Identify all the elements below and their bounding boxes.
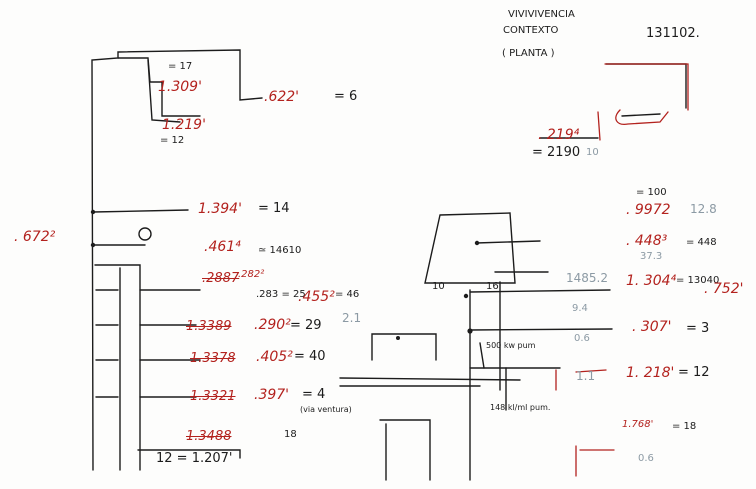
- trapezoid-rule-a: [475, 240, 541, 244]
- right-low-box: [379, 419, 431, 481]
- right-box: [371, 333, 437, 361]
- left-bottom-val: 18: [284, 429, 297, 440]
- left-row1-val: = 14: [258, 201, 290, 216]
- left-inner-step-2: [147, 59, 181, 123]
- left-mid-red: 1.219': [162, 117, 206, 133]
- left-row6-note: (via ventura): [300, 405, 352, 414]
- left-row3-val: .283 = 25: [256, 289, 306, 300]
- right-d-gray: 0.6: [574, 333, 590, 344]
- right-d-val: = 3: [686, 321, 710, 336]
- red-stem: [597, 111, 601, 141]
- red-right-foot: [575, 445, 615, 477]
- node-dot: [90, 209, 96, 215]
- right-top-red: . 219⁴: [538, 127, 580, 143]
- left-row4-val: = 29: [290, 318, 322, 333]
- node-dot: [396, 336, 400, 340]
- right-mark-16: 16: [486, 281, 499, 292]
- node-dot: [90, 242, 96, 248]
- right-a-gray: 12.8: [690, 202, 717, 216]
- left-row3-side: .455²: [298, 289, 335, 305]
- node-dot: [463, 293, 469, 299]
- left-row5-scribble: 1.3378: [190, 351, 236, 366]
- right-ledge-2: [469, 328, 613, 331]
- left-bottom-scribble: 1.3488: [186, 429, 232, 444]
- right-d-red: . 307': [632, 319, 672, 335]
- right-top-val: = 2190: [532, 145, 581, 160]
- right-c-gray: 1485.2: [566, 271, 608, 285]
- left-column: [94, 264, 141, 471]
- left-top-eq: = 17: [168, 61, 193, 72]
- header-title-1: VIVIVIVENCIA: [508, 9, 575, 20]
- left-row2-val: ≃ 14610: [258, 245, 302, 256]
- right-top-hook: [605, 63, 687, 109]
- right-f-gray: 0.6: [638, 453, 654, 464]
- left-row6-scribble: 1.3321: [190, 389, 236, 404]
- left-margin-red: . 672²: [14, 229, 56, 245]
- left-top-red2: .622': [264, 89, 300, 105]
- right-note-1: 500 kw pum: [486, 341, 536, 350]
- right-f-red: 1.768': [622, 419, 654, 430]
- left-row5-red: .405²: [256, 349, 293, 365]
- left-row6-val: = 4: [302, 387, 326, 402]
- left-mid-val: = 12: [160, 135, 185, 146]
- left-row6-red: .397': [254, 387, 290, 403]
- red-right-wall: [555, 369, 607, 391]
- right-a-val: = 100: [636, 187, 667, 198]
- right-c-gray2: 9.4: [572, 303, 588, 314]
- right-a-red: . 9972: [626, 202, 671, 218]
- right-note-2: 148 kl/ml pum.: [490, 403, 551, 412]
- right-c-val: = 13040: [676, 275, 720, 286]
- left-row3-scribble: .2887: [202, 271, 240, 286]
- left-inner-step: [117, 57, 201, 117]
- right-e-gray: 1.1: [576, 369, 596, 383]
- left-row1-red: 1.394': [198, 201, 242, 217]
- right-left-mark: 10: [432, 281, 445, 292]
- left-bottom: [137, 449, 241, 459]
- header-date: 131102.: [646, 26, 700, 41]
- red-loop: [615, 109, 669, 125]
- node-dot: [474, 240, 480, 246]
- right-b-gray: 37.3: [640, 251, 663, 262]
- left-row4-scribble: 1.3389: [186, 319, 232, 334]
- right-b-val: = 448: [686, 237, 717, 248]
- right-ledge-1: [469, 289, 611, 293]
- left-row4-red: .290²: [254, 317, 291, 333]
- header-title-2: CONTEXTO: [503, 25, 559, 36]
- node-dot: [467, 328, 473, 334]
- left-circle-detail: [138, 227, 152, 241]
- trapezoid: [424, 212, 516, 284]
- right-top-gray: 10: [586, 147, 599, 158]
- right-e-val: = 12: [678, 365, 710, 380]
- left-tick-lines: [95, 289, 119, 398]
- right-small-vert: [479, 342, 507, 411]
- left-bottom-eq: 12 = 1.207': [156, 451, 233, 466]
- right-cross: [339, 377, 521, 381]
- right-c-red2: . 752': [704, 281, 744, 297]
- right-c-red: 1. 304⁴: [626, 273, 677, 289]
- left-row3-red: .282²: [238, 269, 265, 280]
- left-row3-side-val: = 46: [335, 289, 360, 300]
- right-e-red: 1. 218': [626, 365, 675, 381]
- right-b-red: . 448³: [626, 233, 668, 249]
- left-row3-gray: 2.1: [342, 311, 362, 325]
- right-f-val: = 18: [672, 421, 697, 432]
- left-top-val: = 6: [334, 89, 358, 104]
- left-row2-red: .461⁴: [204, 239, 241, 255]
- red-step-top: [604, 63, 689, 111]
- left-outline: [91, 49, 263, 471]
- right-hook-loop: [621, 113, 661, 117]
- left-row5-val: = 40: [294, 349, 326, 364]
- floor-line-1: [92, 209, 189, 213]
- left-top-red1: 1.309': [158, 79, 202, 95]
- header-subtitle: ( PLANTA ): [502, 48, 555, 59]
